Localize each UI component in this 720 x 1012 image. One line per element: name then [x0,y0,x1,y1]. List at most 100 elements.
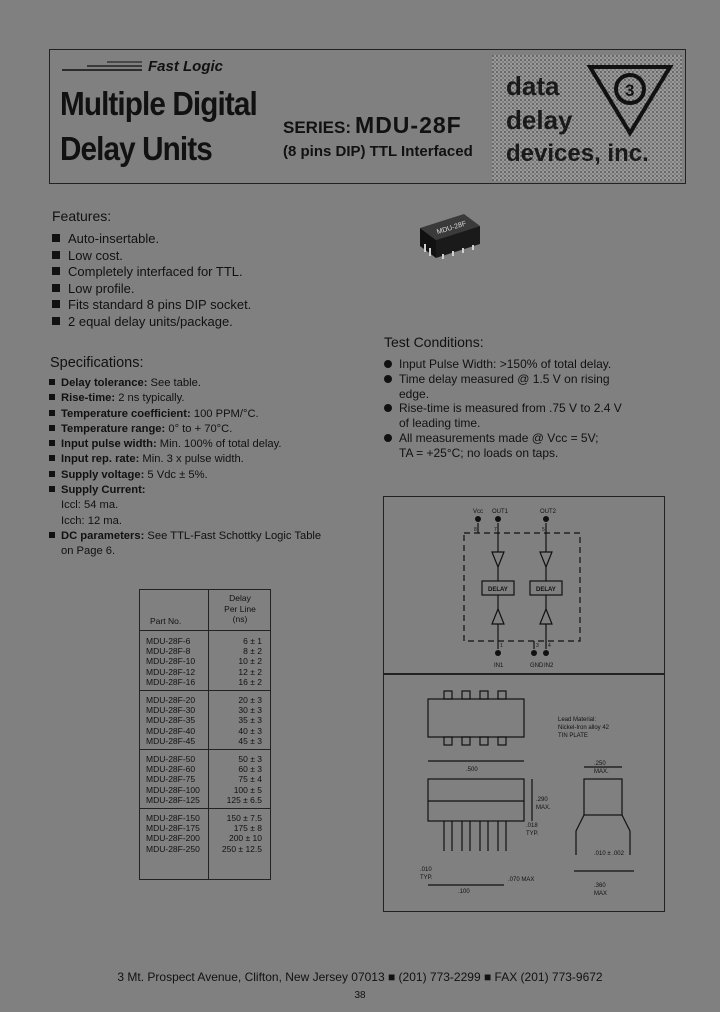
test-condition-line: Time delay measured @ 1.5 V on rising [384,372,622,387]
logo-word-1: data [506,71,560,101]
buffer-icon-3 [491,607,505,625]
bullet-square-icon [52,316,60,325]
label-out1: OUT1 [492,509,509,515]
test-condition-line: Rise-time is measured from .75 V to 2.4 … [384,401,622,416]
spec-value: 100 PPM/°C. [190,407,259,420]
spec-item: Icch: 12 ma. [49,514,321,529]
part-number-cell: MDU-28F-35 [146,715,196,726]
pin-3: 3 [536,643,539,649]
test-condition-line: TA = +25°C; no loads on taps. [384,446,622,461]
delay-value-cell: 12 ± 2 [238,666,262,677]
feature-text: 2 equal delay units/package. [68,313,233,329]
bullet-square-icon [49,531,55,538]
feature-text: Fits standard 8 pins DIP socket. [68,297,252,312]
spec-label: Delay tolerance: [61,377,148,389]
dim-pitch: .100 [458,889,470,895]
package-outline [463,532,581,642]
spec-item: DC parameters: See TTL-Fast Schottky Log… [49,529,321,544]
delay-value-cell: 250 ± 12.5 [221,843,262,854]
delay-value-cell: 60 ± 3 [238,764,262,775]
dim-height: .290 [536,797,548,803]
col-header-delay: Delay Per Line (ns) [208,593,272,625]
bullet-dot-icon [384,404,392,413]
part-number-cell: MDU-28F-10 [146,656,196,667]
dim-span: .360 [594,883,606,889]
pin-5: 5 [542,527,545,533]
logo-word-2: delay [506,105,573,135]
spec-value: Min. 3 x pulse width. [139,453,244,466]
series-model: MDU-28F [355,112,462,138]
spec-value: on Page 6. [61,545,116,558]
speed-lines-icon [62,61,142,71]
bullet-square-icon [52,267,60,275]
dim-lead-typ: TYP. [526,831,539,837]
bullet-dot-icon [384,360,392,368]
delay-value-cell: 10 ± 2 [238,656,262,667]
specifications-list: Delay tolerance: See table.Rise-time: 2 … [49,376,321,560]
part-number-cell: MDU-28F-12 [146,666,196,677]
pin-8: 8 [474,527,477,533]
delay-value-cell: 200 ± 10 [228,833,262,844]
delay-value-cell: 16 ± 2 [238,676,262,687]
part-number-cell: MDU-28F-75 [146,774,196,785]
spec-value: 5 Vdc ± 5%. [144,468,208,481]
bullet-square-icon [49,379,55,385]
part-number-cell: MDU-28F-20 [146,695,196,705]
bullet-square-icon [49,455,55,462]
delay-label-2: DELAY [536,587,556,593]
spec-value: 2 ns typically. [115,392,185,405]
delay-value-cell: 35 ± 3 [238,715,262,726]
schematic-diagram: Vcc OUT1 OUT2 IN1 GND IN2 [383,496,665,674]
label-in2: IN2 [544,663,554,669]
spec-label: Rise-time: [61,392,116,405]
feature-text: Completely interfaced for TTL. [68,264,243,279]
dim-span-max: MAX [594,891,607,897]
test-condition-text: Input Pulse Width: >150% of total delay. [399,357,612,371]
chip-photo: MDU-28F [420,214,480,259]
dim-height-max: MAX. [536,805,551,811]
test-condition-text: edge. [399,386,430,401]
spec-item: Rise-time: 2 ns typically. [49,391,321,406]
package-top-view [427,698,525,738]
spec-value: Icch: 12 ma. [61,514,122,527]
spec-value: 0° to + 70°C. [165,422,233,435]
spec-item: Supply voltage: 5 Vdc ± 5%. [49,468,321,483]
spec-label: Input pulse width: [61,438,157,451]
package-end-view [583,778,623,816]
part-number-cell: MDU-28F-6 [146,636,191,646]
spec-item: Input pulse width: Min. 100% of total de… [49,437,321,452]
dim-width: .250 [594,761,606,767]
delay-value-cell: 45 ± 3 [238,735,262,746]
bullet-square-icon [49,486,55,493]
delay-value-cell: 125 ± 6.5 [226,794,262,805]
col-header-delay-3: (ns) [232,614,248,624]
features-list: Auto-insertable.Low cost.Completely inte… [52,231,251,330]
col-header-delay-2: Per Line [224,603,256,614]
specifications-heading: Specifications: [50,355,144,371]
part-number-cell: MDU-28F-150 [146,813,200,823]
bullet-dot-icon [384,374,392,383]
table-row: MDU-28F-10 10 ± 2 [140,656,270,666]
bullet-square-icon [52,234,60,242]
part-number-cell: MDU-28F-175 [146,823,200,834]
page-title-line1: Multiple Digital [60,85,258,122]
spec-label: Input rep. rate: [61,453,140,466]
bullet-square-icon [52,250,60,259]
label-gnd: GND [530,663,544,669]
spec-item: Iccl: 54 ma. [49,498,321,513]
series-label: SERIES:MDU-28F [283,112,462,139]
spec-item: Input rep. rate: Min. 3 x pulse width. [49,452,321,467]
feature-item: Low profile. [52,281,251,298]
lead-material-1: Lead Material: [558,717,596,723]
spec-label: Temperature coefficient: [61,407,191,420]
